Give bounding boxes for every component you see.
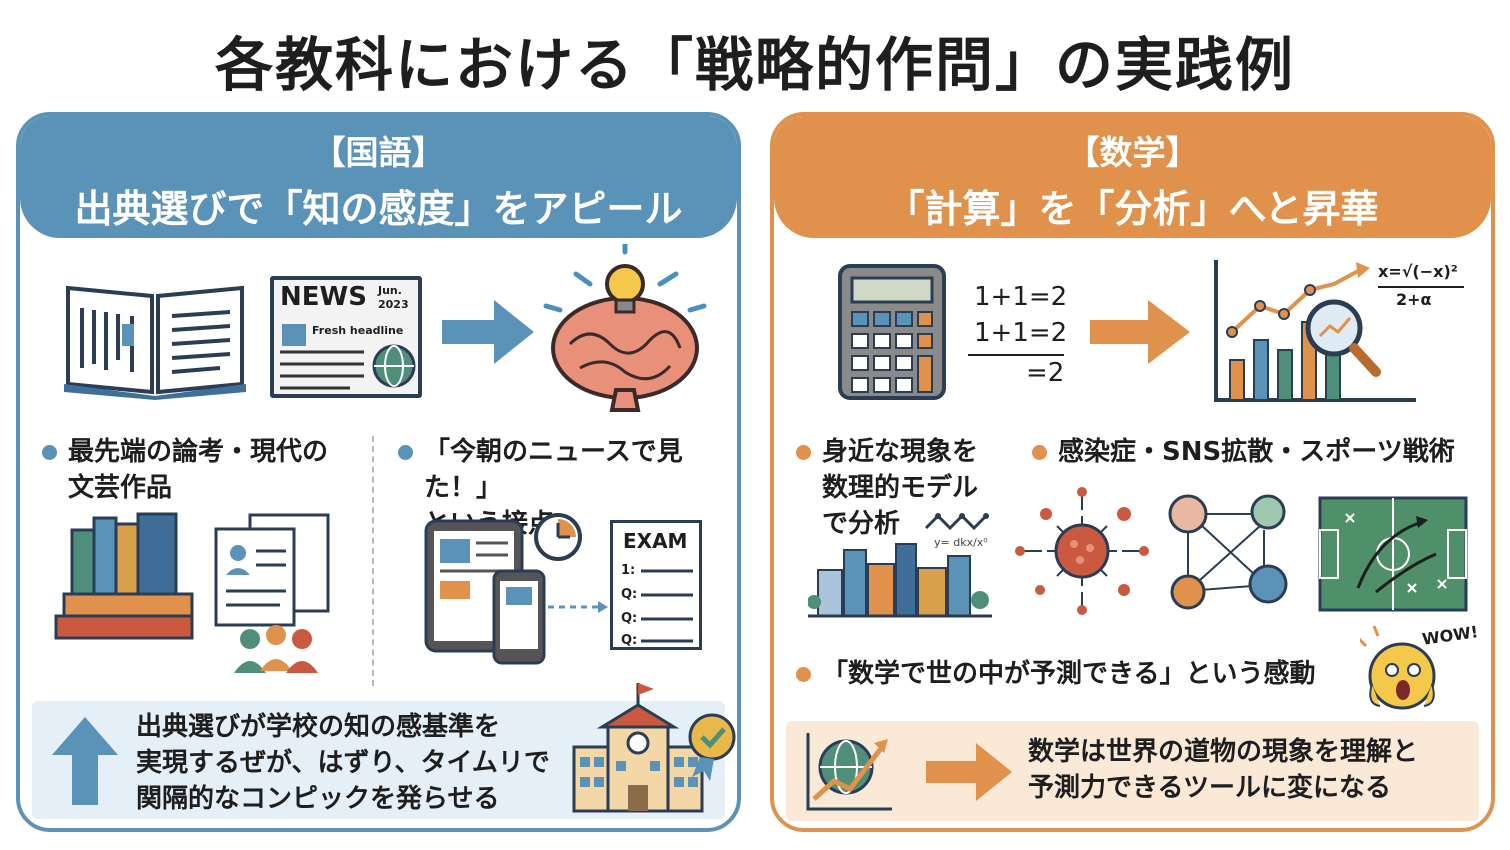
math-bullet-prediction: 「数学で世の中が予測できる」という感動 [796,656,1315,692]
open-book-icon [64,285,246,400]
exam-q2: Q: [621,587,638,602]
sports-tactics-icon [1318,496,1468,612]
documents-people-icon [214,513,330,673]
column-divider [372,436,374,686]
exam-q3: Q: [621,611,638,626]
math-bullet-examples: 感染症・SNS拡散・スポーツ戦術 [1032,434,1455,470]
math-panel: 【数学】 「計算」を「分析」へと昇華 1+1=2 1+1=2 =2 x=√( [770,112,1495,832]
city-skyline-icon [808,543,992,618]
arrow-right-icon [442,300,534,364]
exam-label: EXAM [623,529,688,553]
math-heading: 「計算」を「分析」へと昇華 [886,187,1379,231]
japanese-panel-header: 【国語】 出典選びで「知の感度」をアピール [20,116,737,238]
news-headline: Fresh headline [312,324,404,337]
japanese-heading: 出典選びで「知の感度」をアピール [74,187,683,231]
newspaper-icon: NEWS Jun. 2023 Fresh headline [270,276,422,398]
news-date-month: Jun. [378,284,402,297]
math-footer-text: 数学は世界の道物の現象を理解と 予測力できるツールに変になる [1028,737,1419,803]
school-award-icon [572,683,736,813]
wave-graph-icon [924,513,989,531]
equation-3: =2 [1026,358,1065,388]
news-text-lines [280,350,364,390]
japanese-panel: 【国語】 出典選びで「知の感度」をアピール NEWS Jun. 2023 Fre… [16,112,741,832]
exam-answer-lines [641,569,693,643]
math-panel-header: 【数学】 「計算」を「分析」へと昇華 [774,116,1491,238]
formula-top: x=√(−x)² [1378,262,1458,281]
arrow-up-icon [52,717,118,805]
equation-rule [968,354,1064,356]
exam-sheet-icon: EXAM 1: Q: Q: Q: [610,520,702,650]
arrow-right-icon [926,743,1012,801]
japanese-footer: 出典選びが学校の知の感基準を 実現するぜが、はずり、タイムリで 関隔的なコンピッ… [32,683,736,819]
page-title: 各教科における「戦略的作問」の実践例 [214,31,1295,99]
arrow-right-icon [1090,300,1190,364]
japanese-bullet-modern-works: 最先端の論考・現代の 文芸作品 [42,434,328,506]
virus-spread-icon [1015,487,1149,615]
formula-rule [1378,286,1464,288]
exam-q1: 1: [621,563,636,578]
equation-1: 1+1=2 [974,282,1068,312]
japanese-bullet-news-contact: 「今朝のニュースで見た！」 という接点 [398,434,737,542]
formula-bottom: 2+α [1396,290,1432,309]
mini-formula: y= dkx/x⁰ [934,536,988,549]
analysis-chart-icon [1214,260,1416,402]
japanese-subject-label: 【国語】 [312,133,445,172]
surprised-face-icon [1360,625,1436,710]
globe-growth-icon [806,733,892,811]
calculator-icon [838,264,946,400]
book-stack-icon [54,512,194,640]
math-subject-label: 【数学】 [1066,133,1199,172]
math-bullet-modeling: 身近な現象を 数理的モデル で分析 [796,434,978,542]
exam-q4: Q: [621,633,638,648]
news-label: NEWS [280,282,367,312]
equation-2: 1+1=2 [974,318,1068,348]
japanese-footer-text: 出典選びが学校の知の感基準を 実現するぜが、はずり、タイムリで 関隔的なコンピッ… [136,712,550,814]
brain-lightbulb-icon [543,244,707,412]
social-network-icon [1168,494,1288,610]
math-footer: 数学は世界の道物の現象を理解と 予測力できるツールに変になる [786,721,1479,821]
news-photo [282,324,306,346]
tablet-phone-clock-icon [424,513,608,665]
globe-icon [372,344,416,388]
news-date-year: 2023 [378,298,409,311]
